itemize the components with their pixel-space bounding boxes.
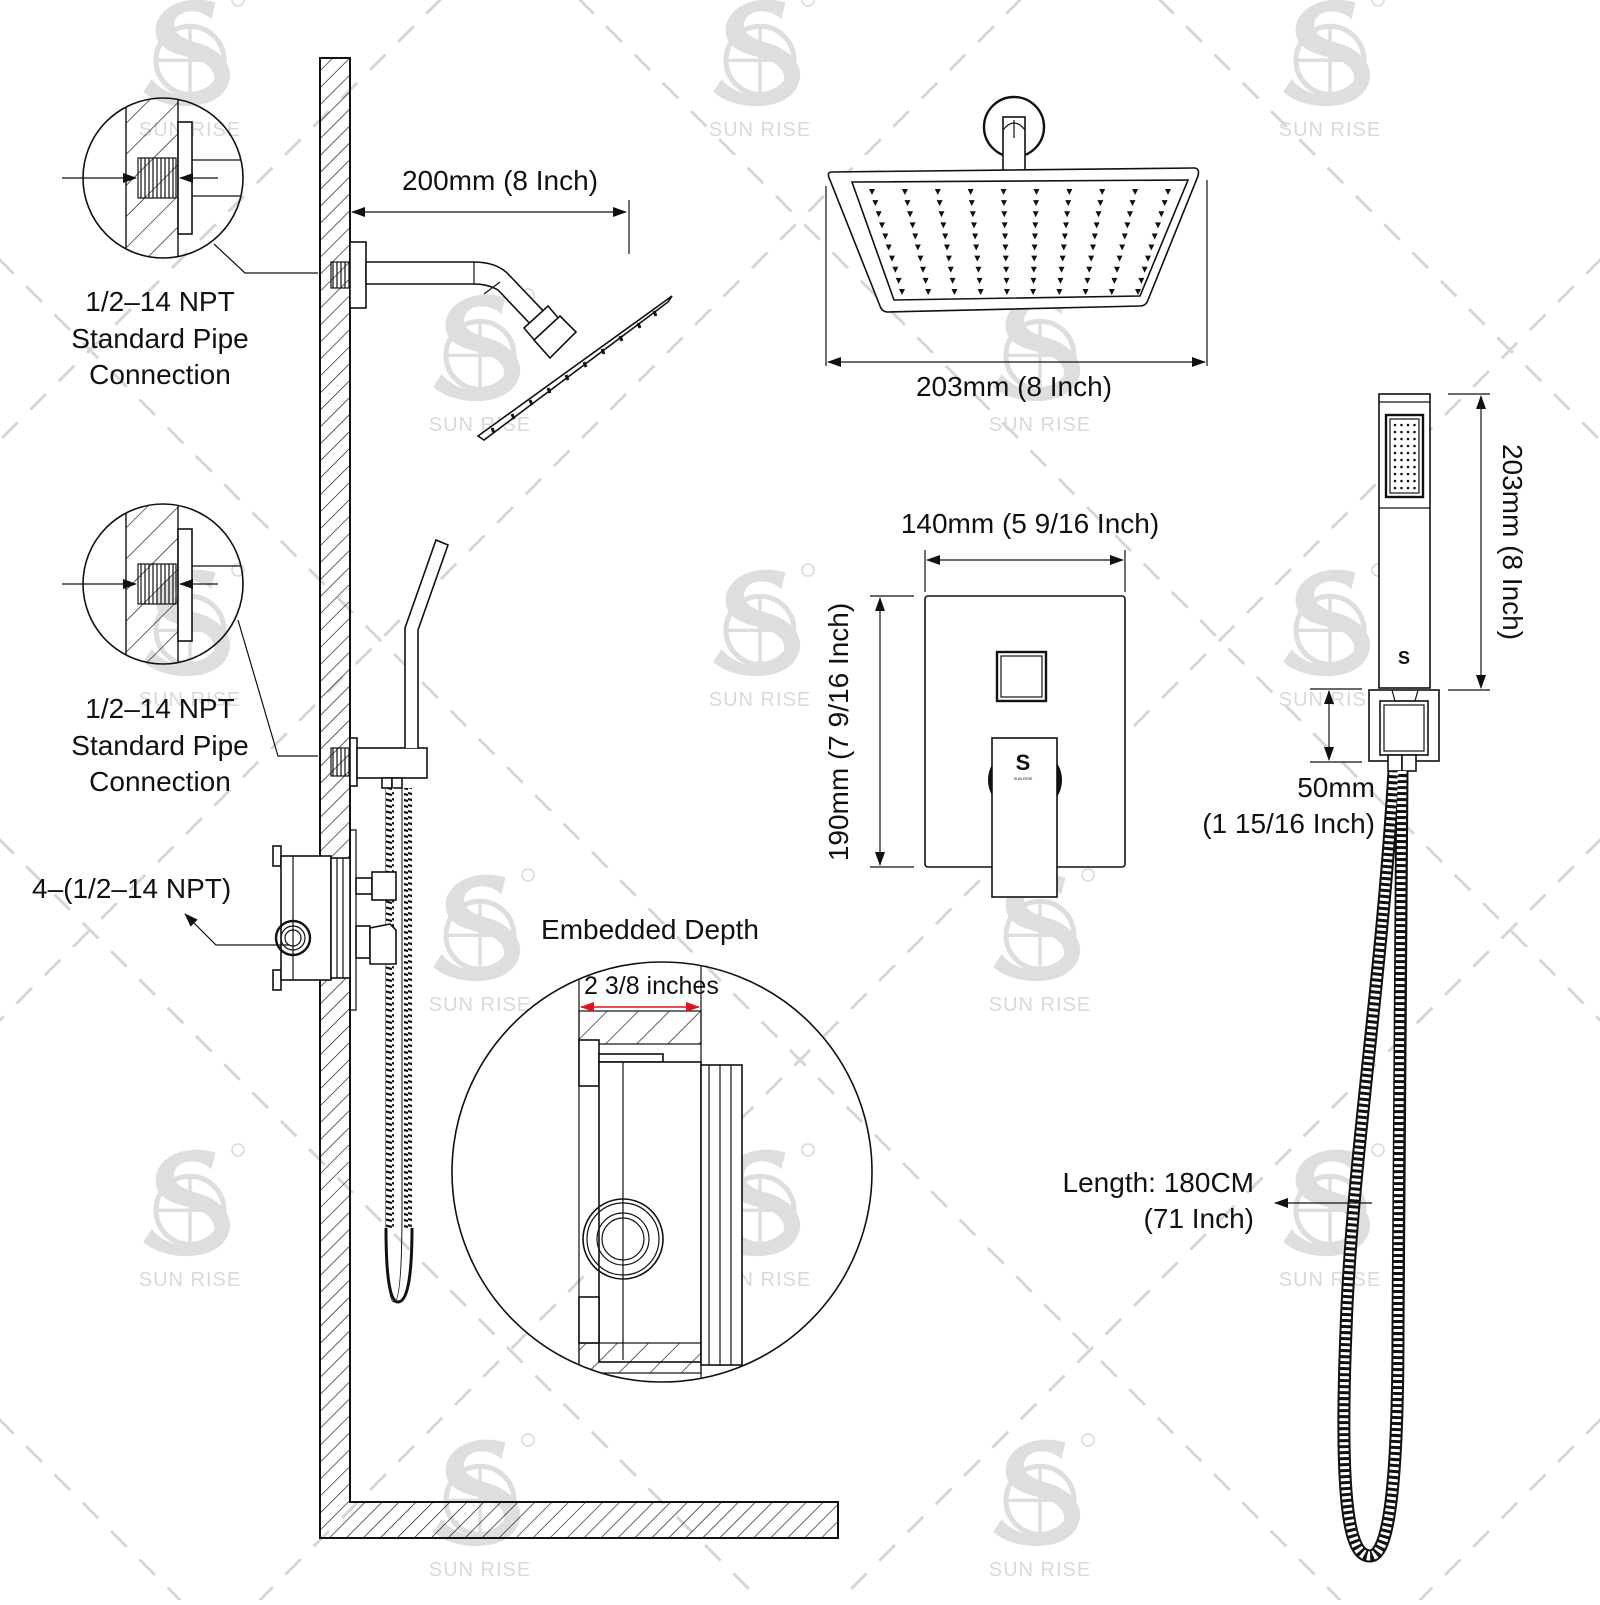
embedded-depth-detail: Embedded Depth 2 3/8 inches (451, 914, 873, 1383)
label-hose-length-inch: (71 Inch) (1144, 1203, 1255, 1234)
svg-text:SUN RISE: SUN RISE (709, 119, 811, 141)
handheld-nozzles-icon (1393, 423, 1416, 490)
svg-text:SUN RISE: SUN RISE (1279, 689, 1381, 711)
svg-text:SUN RISE: SUN RISE (989, 994, 1091, 1016)
sunrise-watermark-icon: SUN RISE (429, 868, 535, 1016)
trim-plate-front-view: 140mm (5 9/16 Inch) 190mm (7 9/16 Inch) … (823, 508, 1159, 898)
label-npt-top-line1: 1/2–14 NPT (85, 286, 234, 317)
svg-text:SUN RISE: SUN RISE (989, 1559, 1091, 1581)
label-holder-height-inch: (1 15/16 Inch) (1202, 808, 1375, 839)
sunrise-watermark-icon: SUN RISE (1279, 0, 1385, 141)
label-npt-mid-line2: Standard Pipe (71, 730, 248, 761)
top-connection-label: 1/2–14 NPT Standard Pipe Connection (71, 286, 248, 390)
svg-text:SUN RISE: SUN RISE (429, 414, 531, 436)
side-nozzles-icon (490, 310, 658, 434)
svg-text:SUN RISE: SUN RISE (429, 994, 531, 1016)
label-trim-height: 190mm (7 9/16 Inch) (823, 603, 854, 861)
detail-circle-mid-connection (62, 503, 318, 757)
holder-height-dimension: 50mm (1 15/16 Inch) (1202, 688, 1375, 839)
sunrise-watermark-icon: SUN RISE (1279, 1143, 1385, 1291)
valve-body-side-view (272, 829, 397, 1011)
shower-hose-loop (1337, 770, 1409, 1563)
handheld-logo-icon: S (1398, 648, 1410, 668)
label-npt-mid-line1: 1/2–14 NPT (85, 693, 234, 724)
label-trim-width: 140mm (5 9/16 Inch) (901, 508, 1159, 539)
sunrise-watermark-icon: SUN RISE (139, 563, 245, 711)
sunrise-watermark-icon: SUN RISE (429, 1433, 535, 1581)
label-arm-length: 200mm (8 Inch) (402, 165, 598, 196)
rain-head-front-view (827, 95, 1200, 313)
arm-length-dimension: 200mm (8 Inch) (351, 165, 630, 254)
rain-head-nozzles-icon (869, 189, 1171, 295)
svg-text:SUN RISE: SUN RISE (139, 689, 241, 711)
label-rain-head-width: 203mm (8 Inch) (916, 371, 1112, 402)
shower-arm-side-view (330, 241, 673, 441)
rain-head-width-dimension: 203mm (8 Inch) (825, 180, 1208, 402)
sunrise-watermark-icon: SUN RISE (709, 563, 815, 711)
svg-text:SUN RISE: SUN RISE (1279, 119, 1381, 141)
trim-logo-caption: SUN RISE (1014, 776, 1033, 781)
trim-logo-icon: S (1016, 750, 1031, 775)
svg-text:SUN RISE: SUN RISE (989, 414, 1091, 436)
sunrise-watermark-icon: SUN RISE (139, 1143, 245, 1291)
label-embedded-title: Embedded Depth (541, 914, 759, 945)
detail-circle-top-connection (62, 97, 318, 274)
valve-ports-label: 4–(1/2–14 NPT) (32, 873, 290, 946)
brand-watermarks: SUN RISE SUN RISE SUN RISE SUN RISE SUN RISE… (139, 0, 1385, 1581)
label-npt-mid-line3: Connection (89, 766, 231, 797)
label-embedded-depth: 2 3/8 inches (584, 972, 719, 1000)
mid-connection-label: 1/2–14 NPT Standard Pipe Connection (71, 693, 248, 797)
handheld-length-dimension: 203mm (8 Inch) (1448, 393, 1528, 691)
hose-length-label: Length: 180CM (71 Inch) (1063, 1167, 1372, 1234)
svg-text:SUN RISE: SUN RISE (709, 689, 811, 711)
label-hose-length: Length: 180CM (1063, 1167, 1254, 1198)
sunrise-watermark-icon: SUN RISE (989, 1433, 1095, 1581)
svg-text:SUN RISE: SUN RISE (429, 1559, 531, 1581)
label-npt-top-line3: Connection (89, 359, 231, 390)
wall-section (319, 57, 839, 1539)
label-valve-ports: 4–(1/2–14 NPT) (32, 873, 231, 904)
svg-text:SUN RISE: SUN RISE (139, 1269, 241, 1291)
svg-text:SUN RISE: SUN RISE (1279, 1269, 1381, 1291)
sunrise-watermark-icon: SUN RISE (709, 0, 815, 141)
sunrise-watermark-icon: SUN RISE (989, 868, 1095, 1016)
label-handheld-length: 203mm (8 Inch) (1497, 444, 1528, 640)
label-holder-height-mm: 50mm (1297, 772, 1375, 803)
handheld-side-view (330, 538, 450, 1304)
handheld-front-view: S (1368, 393, 1440, 772)
label-npt-top-line2: Standard Pipe (71, 323, 248, 354)
